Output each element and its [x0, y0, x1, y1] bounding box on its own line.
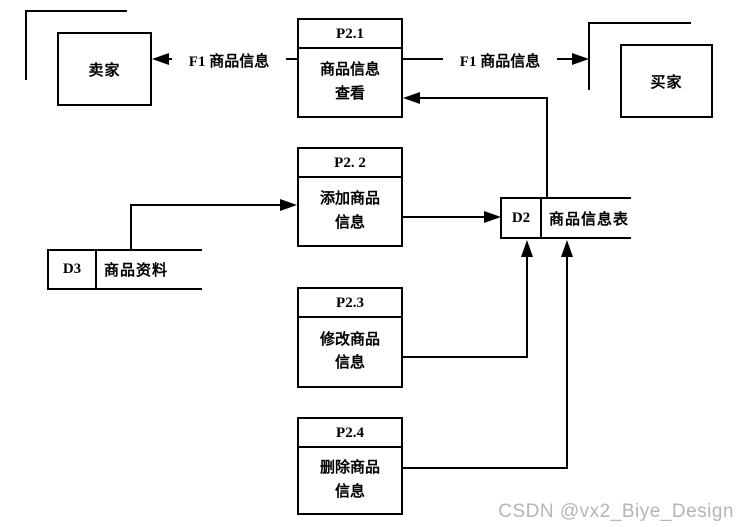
flow-line-p24-to-d2-horizontal — [403, 467, 568, 469]
arrowhead-to-buyer — [572, 53, 589, 65]
process-p23-label-line1: 修改商品 — [319, 331, 380, 348]
process-p23-label: 修改商品 信息 — [299, 318, 401, 386]
process-p22: P2. 2 添加商品 信息 — [297, 147, 403, 247]
process-p23-number: P2.3 — [299, 289, 401, 318]
data-store-d3-label: 商品资料 — [104, 263, 169, 279]
process-p24-label: 删除商品 信息 — [299, 448, 401, 513]
flow-line-d2-to-p21-horizontal — [419, 97, 548, 99]
buyer-corner-bracket-horizontal — [588, 22, 691, 24]
data-store-d2-code: D2 — [502, 199, 542, 237]
seller-corner-bracket-vertical — [25, 10, 27, 80]
external-entity-seller: 卖家 — [57, 32, 152, 106]
process-p21-label-line2: 查看 — [334, 85, 365, 102]
flow-line-d2-to-p21-vertical — [546, 97, 548, 199]
process-p24-label-line1: 删除商品 — [319, 460, 380, 477]
arrowhead-d2-to-p21 — [403, 92, 420, 104]
flow-line-p23-to-d2-vertical — [526, 254, 528, 358]
flow-line-p24-to-d2-vertical — [566, 254, 568, 469]
arrowhead-to-seller — [152, 53, 169, 65]
process-p22-label-line1: 添加商品 — [319, 191, 380, 208]
flow-label-f1-to-seller: F1 商品信息 — [172, 50, 286, 71]
process-p21-number: P2.1 — [299, 20, 401, 49]
arrowhead-p24-to-d2 — [561, 240, 573, 257]
seller-label: 卖家 — [88, 62, 121, 79]
process-p21-label-line1: 商品信息 — [319, 62, 380, 79]
buyer-label: 买家 — [650, 74, 683, 91]
process-p21-label: 商品信息 查看 — [299, 49, 401, 116]
process-p24: P2.4 删除商品 信息 — [297, 417, 403, 515]
watermark-text: CSDN @vx2_Biye_Design — [498, 501, 734, 522]
process-p23: P2.3 修改商品 信息 — [297, 287, 403, 388]
process-p22-label-line2: 信息 — [334, 214, 365, 231]
arrowhead-p23-to-d2 — [521, 240, 533, 257]
data-store-d2: D2 商品信息表 — [500, 197, 631, 239]
process-p24-label-line2: 信息 — [334, 483, 365, 500]
arrowhead-p22-to-d2 — [484, 211, 501, 223]
process-p22-number: P2. 2 — [299, 149, 401, 178]
flow-label-f1-to-buyer: F1 商品信息 — [443, 50, 557, 71]
flow-line-p22-to-d2 — [403, 216, 485, 218]
flow-line-d3-to-p22-horizontal — [130, 204, 281, 206]
process-p21: P2.1 商品信息 查看 — [297, 18, 403, 118]
flow-line-d3-to-p22-vertical — [130, 204, 132, 251]
flow-line-p23-to-d2-horizontal — [403, 356, 528, 358]
process-p22-label: 添加商品 信息 — [299, 178, 401, 245]
process-p24-number: P2.4 — [299, 419, 401, 448]
arrowhead-d3-to-p22 — [280, 199, 297, 211]
data-store-d3-code: D3 — [49, 251, 97, 288]
buyer-corner-bracket-vertical — [588, 22, 590, 90]
seller-corner-bracket-horizontal — [25, 10, 127, 12]
data-store-d2-label: 商品信息表 — [549, 211, 630, 228]
external-entity-buyer: 买家 — [620, 44, 713, 118]
data-store-d3: D3 商品资料 — [47, 249, 202, 290]
process-p23-label-line2: 信息 — [334, 355, 365, 371]
